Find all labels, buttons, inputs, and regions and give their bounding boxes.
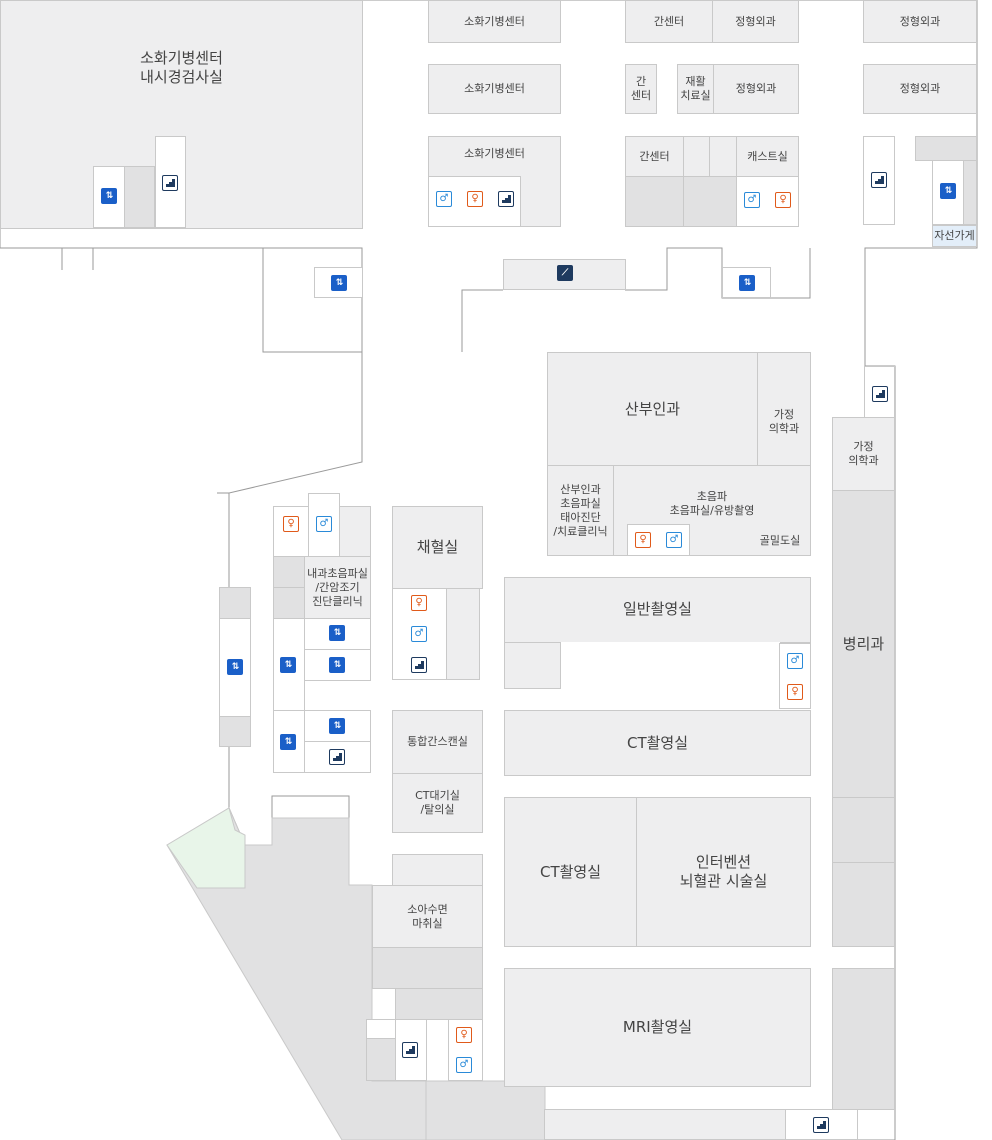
room-charity-shop[interactable]: 자선가게 [932, 225, 977, 247]
restroom-women-icon: ♀ [787, 684, 803, 700]
restroom-men-icon: ♂ [666, 532, 682, 548]
elevator-icon: ⇅ [329, 657, 345, 673]
room-orthopedics-4[interactable]: 정형외과 [863, 64, 977, 114]
service-space [219, 587, 251, 619]
restroom-women-icon: ♀ [411, 595, 427, 611]
service-space [683, 176, 737, 227]
room-gi-center-2[interactable]: 소화기병센터 [428, 64, 561, 114]
corridor [560, 642, 780, 690]
service-space [273, 587, 305, 619]
stair-bay [864, 366, 895, 418]
stairs-icon [411, 657, 427, 673]
room-ct-waiting[interactable]: CT대기실 /탈의실 [392, 773, 483, 833]
room-rehab[interactable]: 재활 치료실 [677, 64, 714, 114]
service-space [832, 797, 895, 863]
service-space [124, 166, 155, 228]
room-im-ultrasound[interactable]: 내과초음파실 /간암조기 진단클리닉 [304, 556, 371, 619]
restroom-women-icon: ♀ [635, 532, 651, 548]
room-integrated-scan[interactable]: 통합간스캔실 [392, 710, 483, 774]
service-space [915, 136, 977, 161]
stairs-icon [329, 749, 345, 765]
elevator-icon: ⇅ [331, 275, 347, 291]
restroom-women-icon: ♀ [283, 516, 299, 532]
elevator-icon: ⇅ [280, 657, 296, 673]
room-orthopedics-2[interactable]: 정형외과 [713, 64, 799, 114]
room-gi-center-1[interactable]: 소화기병센터 [428, 0, 561, 43]
room-pediatric-sedation[interactable]: 소아수면 마취실 [372, 885, 483, 948]
service-space [963, 160, 977, 225]
room-general-xray-ext [504, 642, 561, 689]
room-family-medicine-2[interactable]: 가정 의학과 [832, 417, 895, 491]
restroom-men-icon: ♂ [744, 192, 760, 208]
restroom-women-icon: ♀ [775, 192, 791, 208]
room-small-1 [683, 136, 710, 177]
room-mri[interactable]: MRI촬영실 [504, 968, 811, 1087]
room-orthopedics-1[interactable]: 정형외과 [712, 0, 799, 43]
restroom-women-icon: ♀ [456, 1027, 472, 1043]
room-ct-scan-1[interactable]: CT촬영실 [504, 710, 811, 776]
stair-bay [155, 136, 186, 228]
room-general-xray[interactable]: 일반촬영실 [504, 577, 811, 643]
room-small [339, 506, 371, 557]
room-small-2 [709, 136, 737, 177]
service-space [625, 176, 684, 227]
service-space [366, 1038, 396, 1081]
corridor-room [544, 1109, 786, 1140]
service-space [832, 862, 895, 947]
restroom-women-icon: ♀ [467, 191, 483, 207]
restroom-men-icon: ♂ [316, 516, 332, 532]
escalator-icon: ⟋ [557, 265, 573, 281]
service-space [372, 947, 483, 989]
service-space [395, 988, 483, 1020]
service-space [832, 968, 895, 1110]
restroom-men-icon: ♂ [436, 191, 452, 207]
stairs-icon [813, 1117, 829, 1133]
elevator-icon: ⇅ [227, 659, 243, 675]
elevator-icon: ⇅ [329, 718, 345, 734]
room-bone-density[interactable]: 골밀도실 [759, 534, 801, 547]
room-obgyn[interactable]: 산부인과 [547, 352, 758, 466]
service-space [273, 556, 305, 588]
stair-bay [863, 136, 895, 225]
room-obgyn-ultrasound[interactable]: 산부인과 초음파실 태아진단 /치료클리닉 [547, 465, 614, 556]
room-liver-center-1[interactable]: 간센터 [625, 0, 713, 43]
room-pathology[interactable]: 병리과 [832, 490, 895, 798]
stairs-icon [162, 175, 178, 191]
elevator-icon: ⇅ [101, 188, 117, 204]
room-cast[interactable]: 캐스트실 [736, 136, 799, 177]
room-intervention[interactable]: 인터벤션 뇌혈관 시술실 [636, 797, 811, 947]
restroom-men-icon: ♂ [787, 653, 803, 669]
elevator-icon: ⇅ [739, 275, 755, 291]
room-small [446, 588, 480, 680]
room-small [392, 854, 483, 886]
service-space [219, 716, 251, 747]
restroom-men-icon: ♂ [411, 626, 427, 642]
stairs-icon [498, 191, 514, 207]
room-blood-collection[interactable]: 채혈실 [392, 506, 483, 589]
elevator-icon: ⇅ [940, 183, 956, 199]
stairs-icon [872, 386, 888, 402]
room-ultrasound[interactable]: 초음파 초음파실/유방촬영 [613, 465, 811, 556]
restroom-men-icon: ♂ [456, 1057, 472, 1073]
room-ct-scan-2[interactable]: CT촬영실 [504, 797, 637, 947]
elevator-icon: ⇅ [280, 734, 296, 750]
elevator-icon: ⇅ [329, 625, 345, 641]
room-liver-center-2[interactable]: 간 센터 [625, 64, 657, 114]
room-orthopedics-3[interactable]: 정형외과 [863, 0, 977, 43]
stairs-icon [402, 1042, 418, 1058]
room-liver-center-3[interactable]: 간센터 [625, 136, 684, 177]
stairs-icon [871, 172, 887, 188]
